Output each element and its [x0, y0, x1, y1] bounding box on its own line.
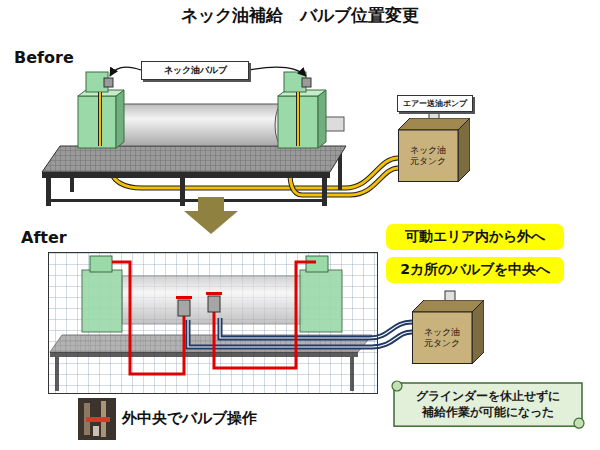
node-text: エアー送油ポンプ [403, 98, 467, 109]
oil-hose [297, 92, 299, 146]
diagram-title: ネック油補給 バルブ位置変更 [0, 4, 600, 27]
scroll-body [394, 383, 582, 426]
node-text: 可動エリア内から外へ [398, 228, 552, 246]
callout-box: ネック油バルブ [141, 61, 249, 80]
oil-hose [99, 92, 101, 146]
table-leg [55, 357, 59, 391]
highlight-box: 可動エリア内から外へ [386, 224, 564, 250]
hose-outline [98, 92, 102, 146]
oil-tank: ネック油 元タンク [412, 300, 484, 364]
tank-side [472, 300, 484, 364]
hose-stripe [188, 320, 412, 347]
oil-pipe [214, 262, 316, 368]
table-leg [350, 357, 354, 391]
tank-side [458, 118, 470, 182]
node-text: ネック油バルブ [150, 64, 240, 77]
leader-arrow [110, 67, 141, 76]
callout-box: エアー送油ポンプ [397, 95, 473, 112]
hose-stripe [220, 318, 412, 338]
grinder-roll [118, 104, 283, 146]
bearing-housing [78, 96, 116, 148]
housing-block [306, 256, 328, 272]
oil-hose [188, 320, 412, 347]
photo [78, 398, 116, 440]
oil-hose [220, 318, 412, 338]
photo-detail [86, 417, 110, 422]
node-text: 2カ所のバルブを中央へ [398, 261, 552, 279]
node-text: ネック油 元タンク [398, 130, 458, 182]
housing-block [90, 256, 112, 272]
section-heading: Before [14, 48, 74, 67]
table-front [50, 352, 358, 357]
valve-handle [206, 292, 222, 295]
bearing-housing [300, 270, 342, 332]
result-scroll: グラインダーを休止せずに 補給作業が可能になった [390, 378, 586, 431]
scroll-curl [574, 418, 584, 428]
hose-outline [296, 92, 300, 146]
housing-side [318, 90, 326, 148]
scroll-curl [392, 381, 402, 391]
grid-background [48, 252, 378, 394]
leader-arrow [249, 67, 306, 76]
oil-pipe [112, 262, 184, 374]
valve [302, 78, 311, 87]
tank-front [399, 130, 459, 182]
highlight-box: 2カ所のバルブを中央へ [386, 257, 564, 283]
photo-detail [93, 426, 99, 436]
table-top [42, 146, 346, 172]
oil-tank: ネック油 元タンク [398, 118, 470, 182]
bearing-housing [82, 270, 122, 332]
transition-arrow [184, 197, 238, 234]
valve [208, 296, 220, 312]
valve [104, 78, 113, 87]
photo-caption: 外中央でバルブ操作 [122, 409, 257, 428]
table-front [42, 172, 330, 178]
after-panel: After [48, 252, 378, 394]
tank-front [413, 312, 473, 364]
node-text: ネック油 元タンク [412, 312, 472, 364]
node-text: グラインダーを休止せずに 補給作業が可能になった [406, 389, 570, 420]
node-text: After [21, 228, 67, 247]
table-crossbar [46, 199, 327, 202]
housing-side [116, 90, 124, 148]
valve [178, 300, 190, 316]
grinder-roll [122, 276, 302, 324]
valve-handle [176, 296, 192, 299]
